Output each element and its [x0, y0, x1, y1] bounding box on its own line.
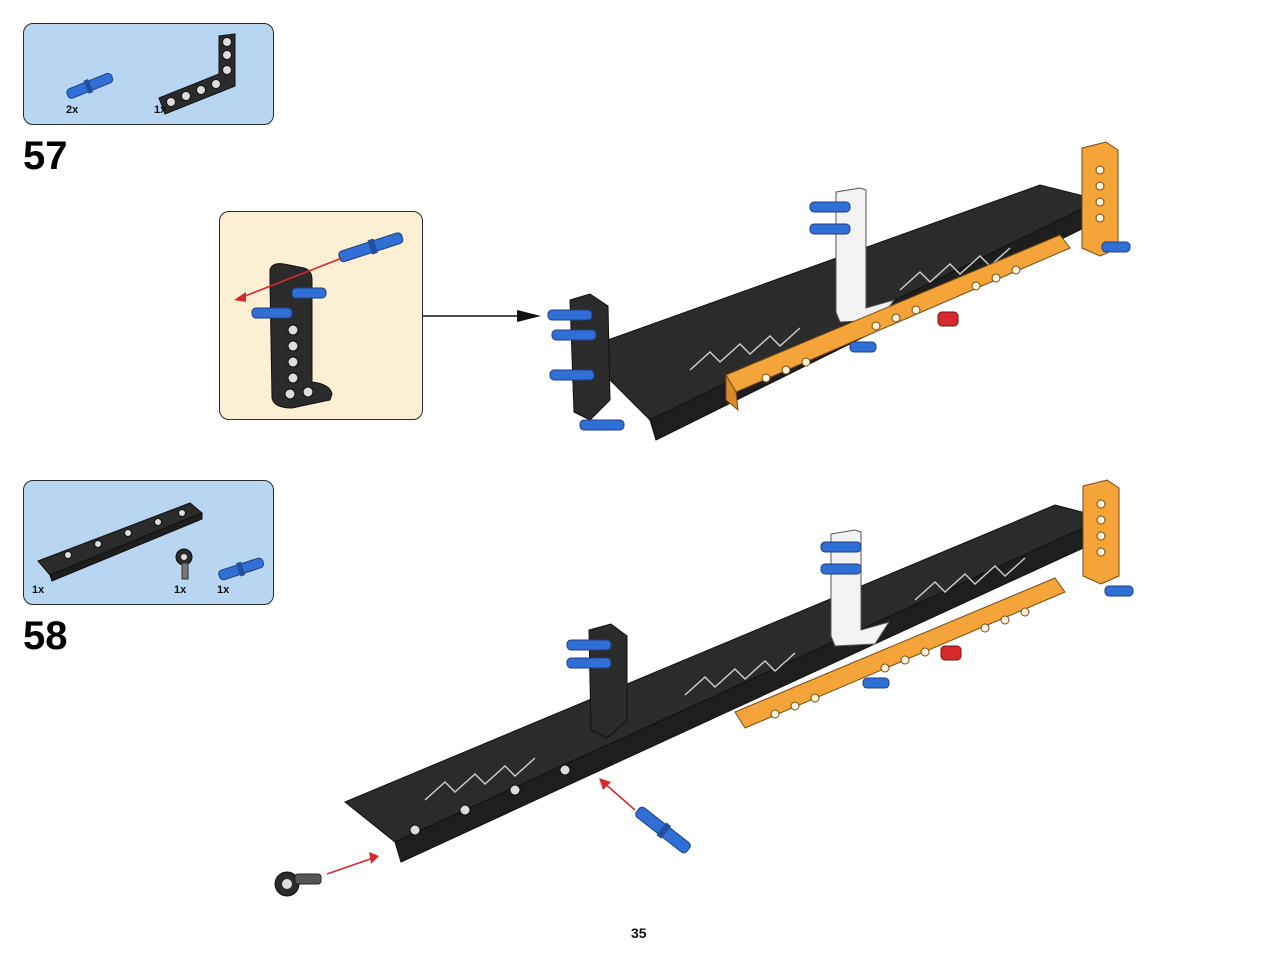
black-angled-beam-icon [158, 33, 236, 115]
part-qty: 1x [174, 584, 187, 596]
part-qty: 2x [66, 104, 79, 116]
part-qty: 1x [217, 584, 230, 596]
step-number: 57 [23, 134, 68, 178]
blue-axle-pin-icon [66, 72, 114, 99]
black-long-panel-icon [37, 502, 203, 582]
blue-axle-pin-icon [218, 557, 265, 581]
step-57-model-illustration [547, 141, 1131, 441]
step-58-model-illustration [274, 479, 1134, 897]
subassembly-callout [219, 211, 423, 420]
step-58-parts-box: 1x 1x 1x [23, 480, 274, 605]
step-57-parts-box: 2x 1x [23, 23, 274, 125]
callout-arrow [423, 310, 541, 322]
callout-assembly-illustration [234, 232, 404, 409]
step-number: 58 [23, 614, 68, 658]
part-qty: 1x [32, 584, 45, 596]
part-qty: 1x [154, 104, 167, 116]
page-number: 35 [631, 925, 647, 941]
ball-joint-connector-icon [175, 548, 193, 580]
